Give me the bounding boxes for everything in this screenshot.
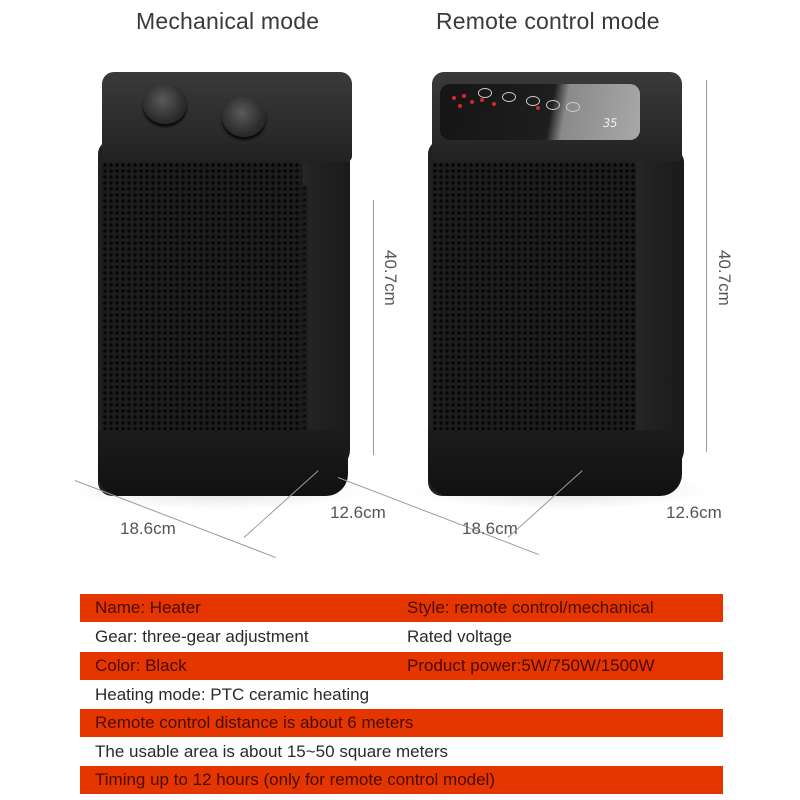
spec-row-color-power: Color: Black Product power:5W/750W/1500W (80, 652, 723, 680)
settings-button-icon[interactable] (566, 102, 580, 112)
spec-usable-area: The usable area is about 15~50 square me… (95, 742, 448, 761)
fan-button-icon[interactable] (502, 92, 516, 102)
timer-button-icon[interactable] (546, 100, 560, 110)
temperature-display: 35 (601, 116, 619, 130)
indicator-led (470, 100, 474, 104)
spec-row-remote-distance: Remote control distance is about 6 meter… (80, 709, 723, 737)
spec-row-heating-mode: Heating mode: PTC ceramic heating (80, 681, 723, 709)
width-dimension-label: 18.6cm (462, 519, 518, 538)
indicator-led (462, 94, 466, 98)
temperature-knob[interactable] (222, 97, 266, 137)
height-dimension-label: 40.7cm (381, 250, 400, 306)
indicator-led (492, 102, 496, 106)
power-button-icon[interactable] (478, 88, 492, 98)
depth-dimension-label: 12.6cm (666, 503, 722, 522)
width-dimension-label: 18.6cm (120, 519, 176, 538)
title-mechanical-mode: Mechanical mode (136, 8, 320, 34)
spec-product-power: Product power:5W/750W/1500W (407, 656, 655, 675)
indicator-led (458, 104, 462, 108)
height-dimension-line (373, 200, 374, 455)
spec-row-timing: Timing up to 12 hours (only for remote c… (80, 766, 723, 794)
indicator-led (536, 106, 540, 110)
depth-dimension-label: 12.6cm (330, 503, 386, 522)
indicator-led (452, 96, 456, 100)
spec-color: Color: Black (95, 656, 187, 675)
indicator-led (480, 98, 484, 102)
spec-timing: Timing up to 12 hours (only for remote c… (95, 770, 495, 789)
spec-remote-distance: Remote control distance is about 6 meter… (95, 713, 414, 732)
spec-row-name-style: Name: Heater Style: remote control/mecha… (80, 594, 723, 622)
height-dimension-line (706, 80, 707, 452)
power-knob[interactable] (143, 84, 187, 124)
heater-base (98, 430, 348, 496)
control-panel[interactable]: 35 (440, 84, 640, 140)
spec-row-usable-area: The usable area is about 15~50 square me… (80, 738, 723, 766)
spec-heating-mode: Heating mode: PTC ceramic heating (95, 685, 370, 704)
spec-row-gear-voltage: Gear: three-gear adjustment Rated voltag… (80, 623, 723, 651)
heater-front-grille (102, 162, 302, 437)
heater-front-grille (432, 162, 636, 437)
spec-name: Name: Heater (95, 598, 201, 617)
spec-style: Style: remote control/mechanical (407, 598, 654, 617)
height-dimension-label: 40.7cm (715, 250, 734, 306)
heater-side-grille (302, 185, 308, 435)
spec-gear: Gear: three-gear adjustment (95, 627, 309, 646)
mode-button-icon[interactable] (526, 96, 540, 106)
spec-rated-voltage: Rated voltage (407, 627, 512, 646)
heater-base (428, 430, 682, 496)
title-remote-control-mode: Remote control mode (436, 8, 660, 34)
